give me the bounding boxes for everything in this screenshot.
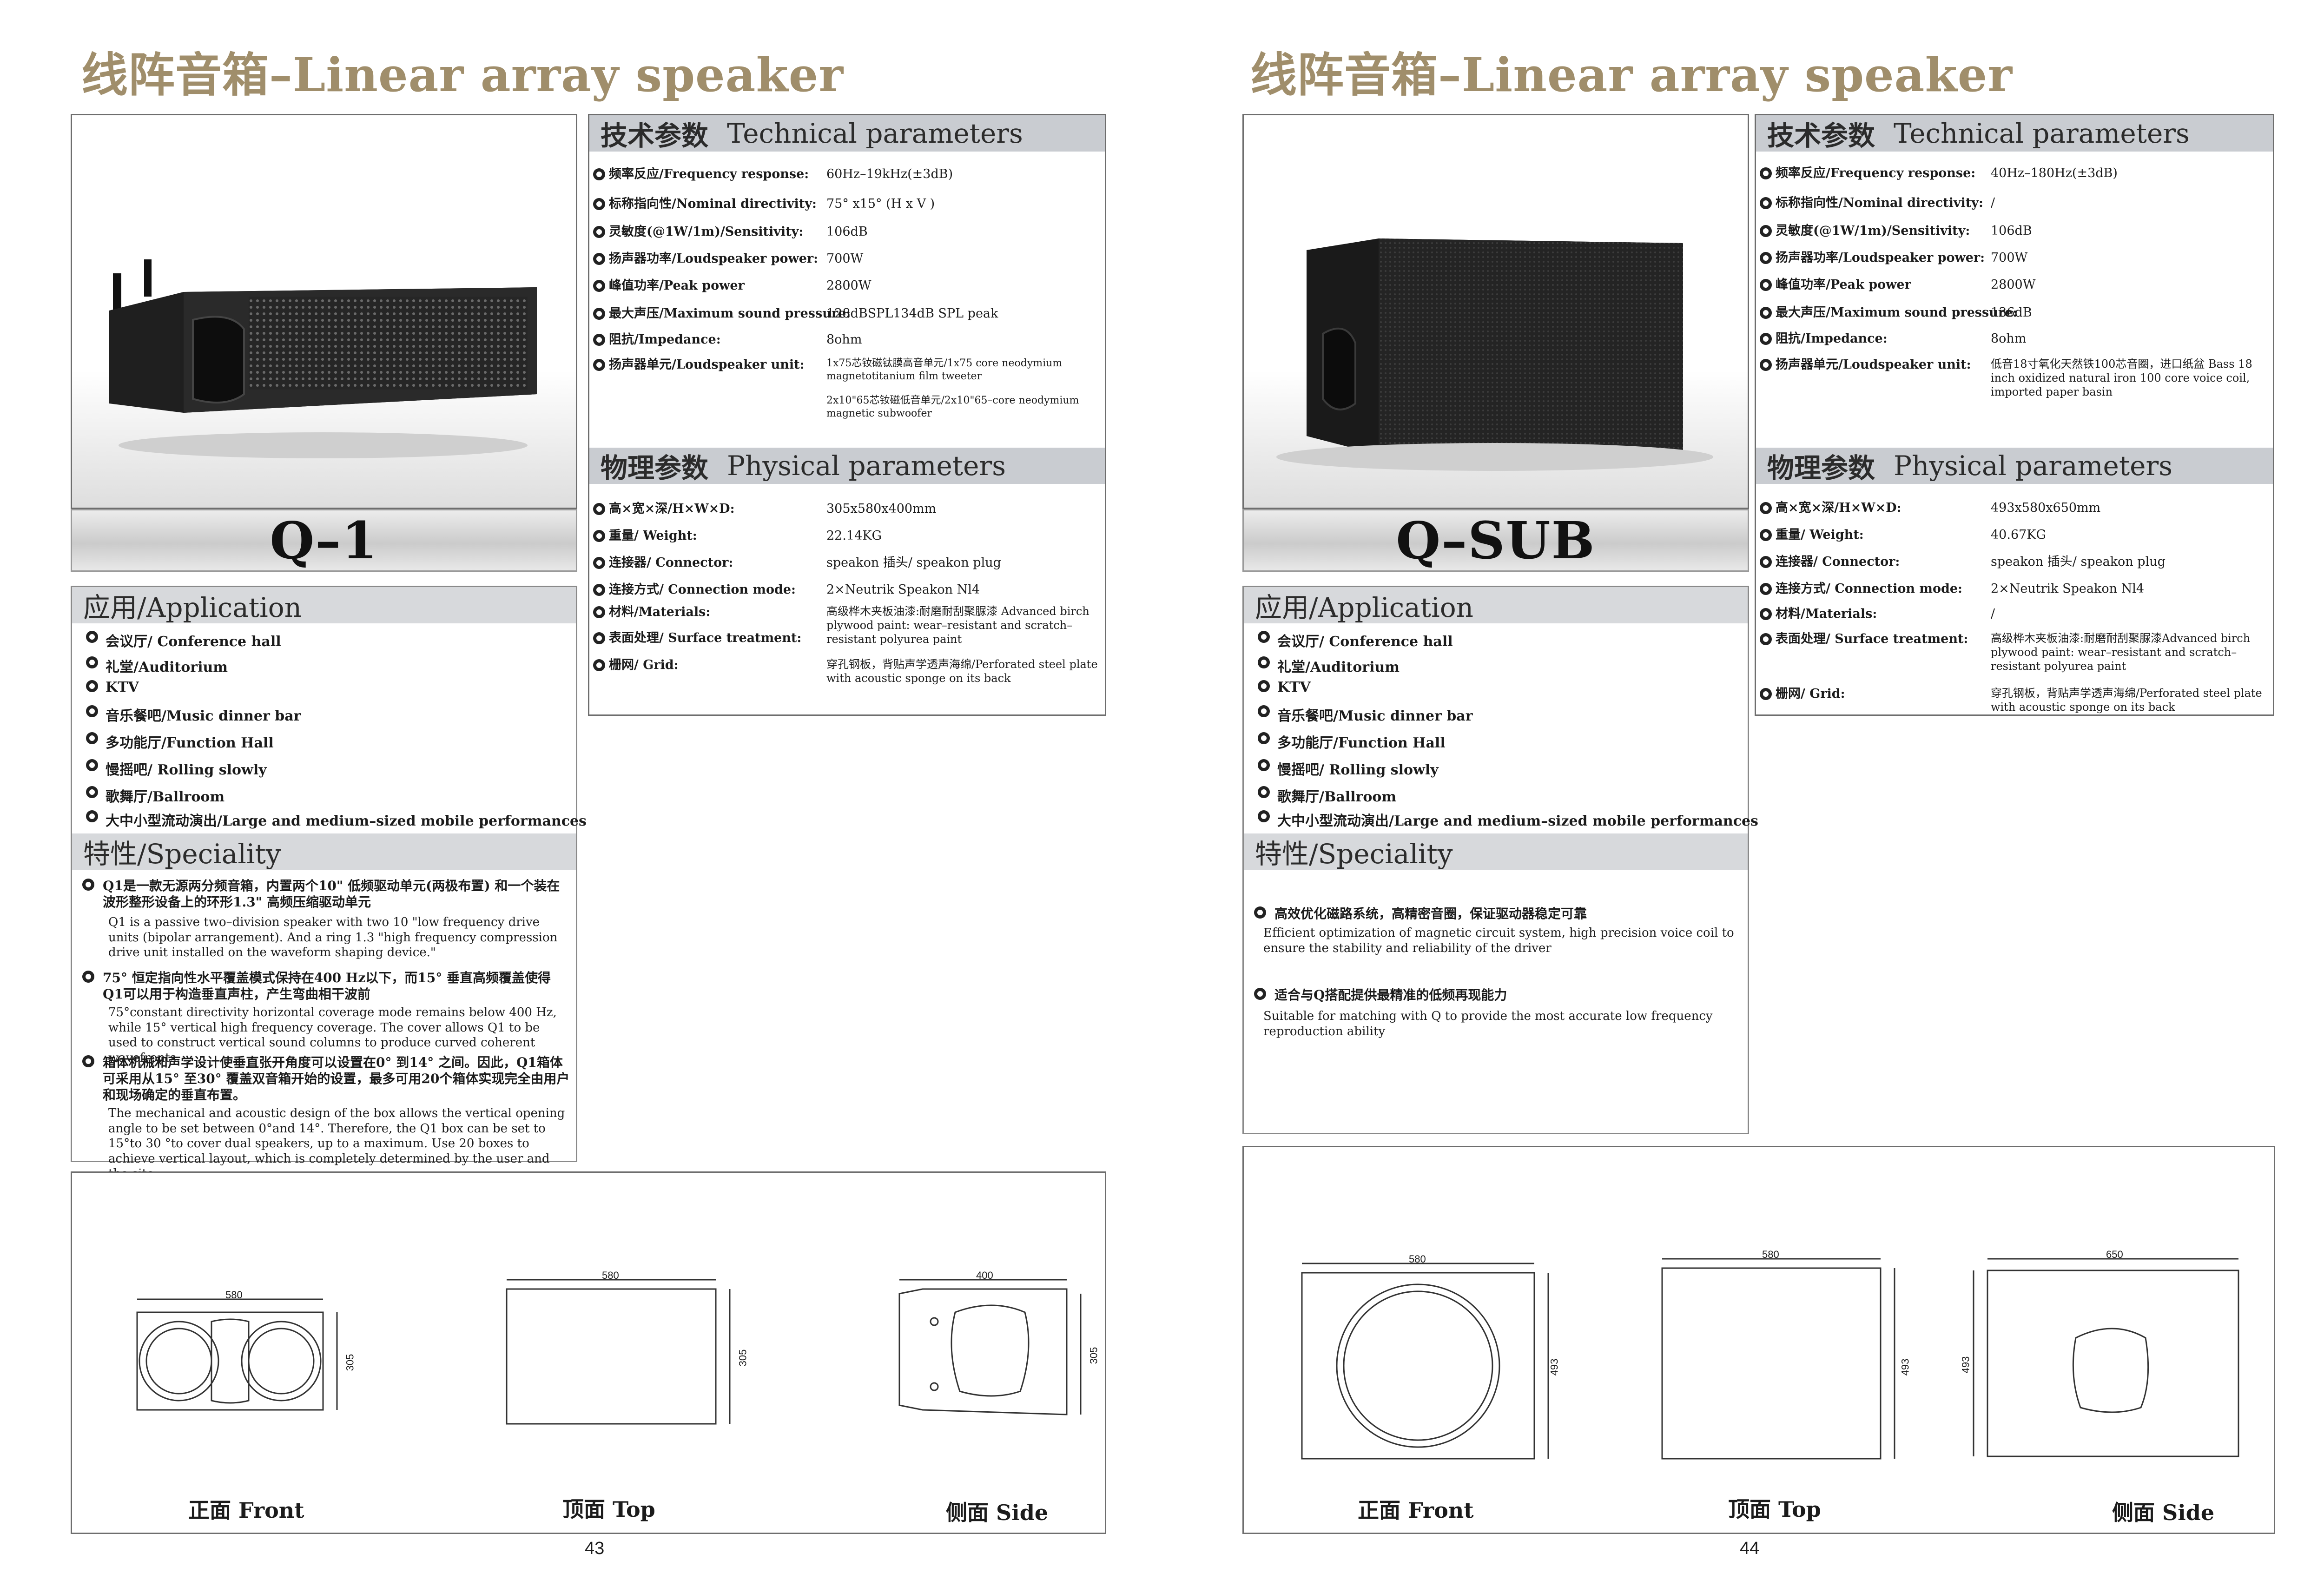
front-view-label: 正面 Front <box>1358 1498 1474 1523</box>
side-width-dim: 650 <box>2106 1249 2123 1260</box>
front-view-drawing <box>1301 1258 2239 1460</box>
application-header: 应用/Application <box>1244 587 1748 623</box>
speaker-qsub-image <box>1276 238 1713 471</box>
side-width-dim: 400 <box>976 1270 993 1281</box>
product-photo <box>1242 114 1749 509</box>
front-width-dim: 580 <box>225 1289 243 1301</box>
top-view-label: 顶面 Top <box>562 1497 655 1522</box>
front-height-dim: 493 <box>1548 1358 1560 1376</box>
application-list: 会议厅/ Conference hall 礼堂/Auditorium KTV 音… <box>86 630 587 839</box>
side-view-label: 侧面 Side <box>2112 1500 2215 1525</box>
top-height-dim: 305 <box>737 1349 749 1367</box>
front-height-dim: 305 <box>344 1354 356 1371</box>
application-panel: 应用/Application 会议厅/ Conference hall 礼堂/A… <box>71 586 587 1181</box>
top-width-dim: 580 <box>602 1270 619 1281</box>
front-view-drawing <box>136 1279 1082 1425</box>
page-number: 44 <box>1740 1539 1760 1558</box>
top-view-drawing <box>506 1279 731 1425</box>
product-photo <box>71 114 577 509</box>
speciality-header: 特性/Speciality <box>1244 833 1748 870</box>
side-view-drawing <box>898 1279 1082 1415</box>
model-name: Q–SUB <box>1242 509 1749 572</box>
top-view-drawing <box>1661 1258 1895 1460</box>
page-title: 线阵音箱–Linear array speaker <box>81 47 844 102</box>
side-height-dim: 493 <box>1960 1356 1972 1374</box>
top-height-dim: 493 <box>1899 1358 1911 1376</box>
application-header: 应用/Application <box>72 587 576 623</box>
tech-params-list: 频率反应/Frequency response:60Hz–19kHz(±3dB)… <box>589 166 1105 427</box>
application-list: 会议厅/ Conference hall 礼堂/Auditorium KTV 音… <box>1258 630 1758 839</box>
dimension-drawings: 580 305 580 305 400 305 正面 Front 顶面 Top … <box>71 1171 1106 1534</box>
application-panel: 应用/Application 会议厅/ Conference hall 礼堂/A… <box>1242 586 1758 1134</box>
side-view-label: 侧面 Side <box>946 1500 1049 1525</box>
top-width-dim: 580 <box>1762 1249 1779 1260</box>
phys-params-list: 高×宽×深/H×W×D:493x580x650mm 重量/ Weight:40.… <box>1756 500 2273 714</box>
speciality-header: 特性/Speciality <box>72 833 576 870</box>
page-number: 43 <box>585 1539 605 1558</box>
side-height-dim: 305 <box>1088 1347 1100 1364</box>
front-view-label: 正面 Front <box>188 1498 304 1523</box>
page-title: 线阵音箱–Linear array speaker <box>1250 47 2013 102</box>
model-name: Q–1 <box>71 509 577 572</box>
top-view-label: 顶面 Top <box>1728 1497 1821 1522</box>
phys-params-list: 高×宽×深/H×W×D:305x580x400mm 重量/ Weight:22.… <box>589 501 1105 706</box>
tech-params-list: 频率反应/Frequency response:40Hz–180Hz(±3dB)… <box>1756 165 2273 426</box>
speaker-q1-image <box>109 259 537 458</box>
front-width-dim: 580 <box>1409 1253 1426 1265</box>
side-view-drawing <box>1973 1258 2239 1457</box>
dimension-drawings: 580 493 580 493 650 493 正面 Front 顶面 Top … <box>1242 1146 2275 1534</box>
